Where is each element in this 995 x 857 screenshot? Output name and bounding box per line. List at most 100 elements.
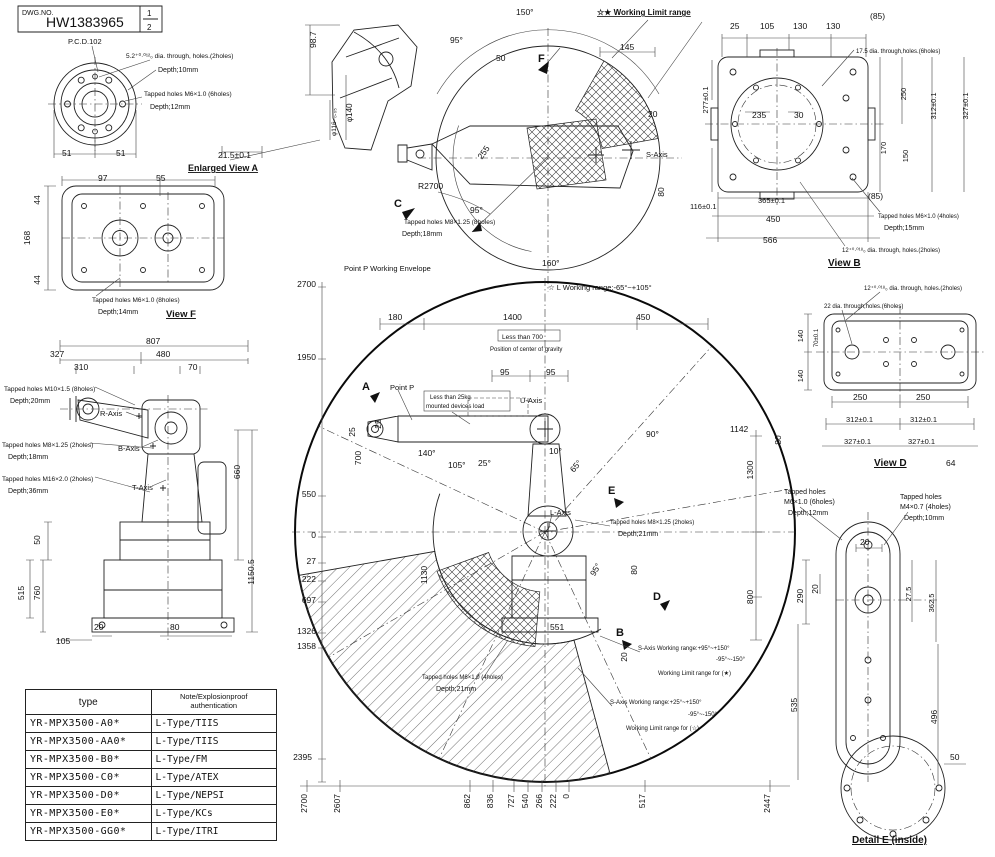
dim-85-bottom: (85) xyxy=(868,191,883,201)
dim-1400: 1400 xyxy=(503,312,522,322)
dim-277: 277±0.1 xyxy=(701,86,710,113)
dim-222-left: 222 xyxy=(302,574,316,584)
dim-20-e-top: 20 xyxy=(860,537,870,547)
dim-64: 64 xyxy=(946,458,956,468)
dim-130-b1: 130 xyxy=(793,21,807,31)
note-less-25kg-1: Less than 25kg xyxy=(430,395,471,401)
type-table-row: YR-MPX3500-GG0*L-Type/ITRI xyxy=(25,822,277,841)
note-17-5-holes: 17.5 dia. through,holes.(6holes) xyxy=(856,49,940,55)
label-view-f-arrow: F xyxy=(538,53,545,65)
dim-95-left: 95 xyxy=(500,367,510,377)
dim-95-deg-left: 95° xyxy=(470,205,483,215)
note-depth-10: Depth;10mm xyxy=(158,67,198,74)
dim-1130: 1130 xyxy=(419,566,429,585)
label-r-axis: R-Axis xyxy=(100,409,122,418)
type-table-row: YR-MPX3500-D0*L-Type/NEPSI xyxy=(25,786,277,805)
dim-95-right: 95 xyxy=(546,367,556,377)
coord-540: 540 xyxy=(520,794,530,808)
dim-2700-left: 2700 xyxy=(297,279,316,289)
dim-80-top: 80 xyxy=(656,187,666,197)
type-table-type-cell: YR-MPX3500-C0* xyxy=(25,768,152,787)
dim-140-d1: 140 xyxy=(796,330,805,343)
view-d-holes xyxy=(835,327,965,377)
type-table-type-cell: YR-MPX3500-GG0* xyxy=(25,822,152,841)
type-table-header-note-line2: authentication xyxy=(190,701,238,710)
view-a-arrowhead xyxy=(370,392,380,403)
dim-80-right: 80 xyxy=(773,435,783,445)
coord-266: 266 xyxy=(534,794,544,808)
note-depth-18-top: Depth;18mm xyxy=(402,231,442,238)
note-s-range-2a: S-Axis Working range:+25°~+150° xyxy=(610,700,702,706)
dim-55: 55 xyxy=(156,173,166,183)
dim-170-b: 170 xyxy=(879,142,888,155)
dim-85-top: (85) xyxy=(870,11,885,21)
note-depth-12: Depth;12mm xyxy=(150,104,190,111)
dim-20-s: 20 xyxy=(619,652,629,662)
dim-116: 116±0.1 xyxy=(690,202,717,211)
coord-862: 862 xyxy=(462,794,472,808)
note-l-working-range: ☆ L Working range:-65°~+105° xyxy=(548,283,652,292)
note-tapped-base: Tapped holes M6×1.0 (4holes) xyxy=(422,675,503,681)
note-depth-14: Depth;14mm xyxy=(98,309,138,316)
type-table-note-cell: L-Type/TIIS xyxy=(150,714,277,733)
title-view-d: View D xyxy=(874,458,907,469)
title-view-b: View B xyxy=(828,258,861,269)
note-12-holes-d: 12⁺⁰·⁰¹⁸₀ dia. through, holes.(2holes) xyxy=(864,285,962,292)
note-tapped-e-right-1: Tapped holes xyxy=(900,494,942,501)
dim-145: 145 xyxy=(620,42,634,52)
dim-98-7: 98.7 xyxy=(308,31,318,48)
working-envelope-drawing xyxy=(292,278,798,792)
label-u-axis: U-Axis xyxy=(520,396,542,405)
dim-105: 105 xyxy=(56,636,70,646)
view-f-holes xyxy=(81,203,205,273)
dwg-no-label: DWG.NO. xyxy=(22,10,54,17)
type-table-header-type: type xyxy=(25,689,152,715)
label-b-axis: B-Axis xyxy=(118,444,140,453)
dim-95-deg-d: 95° xyxy=(588,561,603,577)
dim-70: 70 xyxy=(188,362,198,372)
title-block: DWG.NO. HW1383965 1 2 xyxy=(17,5,163,33)
dim-80-base: 80 xyxy=(170,622,180,632)
dim-800: 800 xyxy=(745,590,755,604)
note-tapped-m6-4holes-b: Tapped holes M6×1.0 (4holes) xyxy=(878,214,959,220)
dim-10-deg: 10° xyxy=(549,446,562,456)
dim-327-d1: 327±0.1 xyxy=(844,437,871,446)
robot-schematic xyxy=(366,397,599,648)
dim-327-side: 327 xyxy=(50,349,64,359)
dim-50-top: 50 xyxy=(496,53,506,63)
enlarged-view-a-drawing xyxy=(48,45,157,158)
note-tapped-m8-2holes: Tapped holes M8×1.25 (2holes) xyxy=(2,442,93,449)
dim-697: 697 xyxy=(302,595,316,605)
type-table-note-cell: L-Type/ITRI xyxy=(150,822,277,841)
dim-0-left: 0 xyxy=(311,530,316,540)
dim-150-deg: 150° xyxy=(516,7,534,17)
dim-450-b: 450 xyxy=(766,214,780,224)
type-table-note-cell: L-Type/FM xyxy=(150,750,277,769)
note-depth-21-base: Depth;21mm xyxy=(436,686,476,693)
view-f-arrowhead xyxy=(538,61,549,74)
dim-dia-116: φ116₋₀.₀₅ xyxy=(331,108,338,136)
dim-140-deg: 140° xyxy=(418,448,436,458)
note-depth-21-l: Depth;21mm xyxy=(618,531,658,538)
coord-517: 517 xyxy=(637,794,647,808)
note-tapped-m10: Tapped holes M10×1.5 (8holes) xyxy=(4,386,95,393)
dim-250-b: 250 xyxy=(899,88,908,101)
wrist-orientation-sketch xyxy=(221,24,418,161)
dim-1142: 1142 xyxy=(730,424,749,434)
dim-290: 290 xyxy=(795,589,805,603)
view-c-arrowhead xyxy=(402,208,415,220)
note-12-holes-b: 12⁺⁰·⁰¹⁸₀ dia. through, holes.(2holes) xyxy=(842,247,940,254)
dim-496: 496 xyxy=(929,710,939,724)
note-22-holes: 22 dia. through,holes.(6holes) xyxy=(824,304,903,310)
type-table-header-note-line1: Note/Explosionproof xyxy=(179,692,248,702)
title-detail-e: Detail E (inside) xyxy=(852,835,927,846)
dim-27: 27 xyxy=(307,556,317,566)
type-table-type-cell: YR-MPX3500-E0* xyxy=(25,804,152,823)
label-l-axis: L-Axis xyxy=(550,508,571,517)
dim-168: 168 xyxy=(22,231,32,245)
label-view-e-arrow: E xyxy=(608,485,615,497)
dim-44-bottom: 44 xyxy=(32,275,42,285)
robot-top-view xyxy=(397,19,703,292)
